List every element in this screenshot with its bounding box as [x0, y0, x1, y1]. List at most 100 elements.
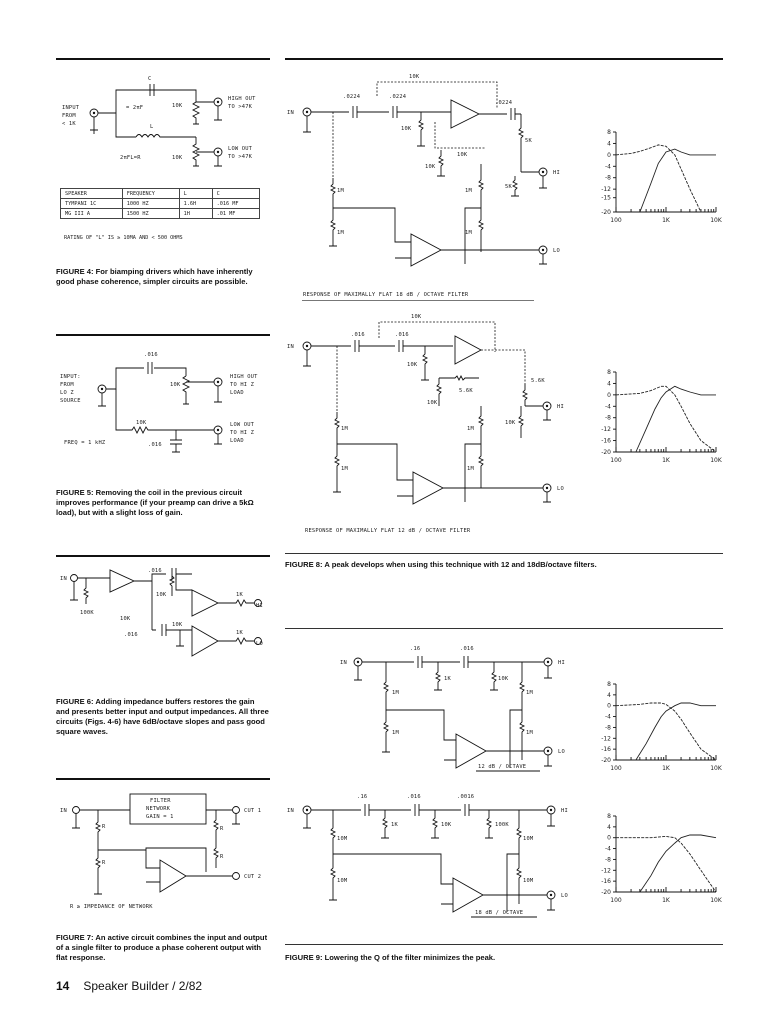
- fig7-opamp: [159, 859, 187, 893]
- chart-series-2-line: [639, 148, 716, 213]
- rule-fig4-top: [56, 58, 270, 60]
- chart-x-tick-label: 10K: [710, 897, 723, 904]
- fig8t-c3: .0224: [495, 100, 512, 106]
- fig8b-in: IN: [287, 344, 294, 350]
- table-header: SPEAKER: [60, 188, 123, 199]
- fig8t-r1: 10K: [401, 126, 412, 132]
- fig8b-1m-a: 1M: [341, 426, 348, 432]
- fig4-table: SPEAKER FREQUENCY L C TYMPANI 1C 1000 HZ…: [60, 188, 261, 219]
- chart-y-tick-label: 0: [607, 152, 611, 159]
- fig9b-r1: 1K: [391, 822, 398, 828]
- rule-fig8-caption: [285, 553, 723, 554]
- fig9b-in: IN: [287, 808, 294, 814]
- fig4-high-out: HIGH OUT: [228, 96, 256, 102]
- fig6-buffer3: [191, 625, 219, 657]
- fig8t-title: RESPONSE OF MAXIMALLY FLAT 18 dB / OCTAV…: [303, 292, 469, 298]
- chart-y-tick-label: -12: [601, 867, 611, 874]
- fig4-caption: FIGURE 4: For biamping drivers which hav…: [56, 267, 253, 286]
- fig5-c-top: .016: [144, 352, 158, 358]
- chart-y-tick-label: -8: [605, 724, 611, 731]
- fig4-l-label: L: [150, 124, 153, 130]
- fig6-r2: 10K: [172, 622, 183, 628]
- rule-fig9-top: [285, 628, 723, 629]
- fig8t-r2: 10K: [457, 152, 468, 158]
- fig8-bottom-schematic: 10K IN .016 .016 10K 10K 5.6K 5.6K HI 10…: [287, 314, 564, 534]
- fig7-box-l3: GAIN = 1: [146, 814, 174, 820]
- chart-x-tick-label: 1K: [662, 897, 671, 904]
- fig4-input-from: FROM: [62, 113, 76, 119]
- chart-x-tick-label: 100: [610, 217, 622, 224]
- chart-y-tick-label: -8: [605, 415, 611, 422]
- fig8t-opamp2: [410, 233, 442, 267]
- fig9t-slope: 12 dB / OCTAVE: [478, 764, 526, 770]
- fig5-low-out: LOW OUT: [230, 422, 255, 428]
- chart-y-tick-label: 8: [607, 129, 611, 136]
- chart-y-tick-label: -20: [601, 889, 611, 896]
- chart-y-tick-label: 8: [607, 369, 611, 376]
- chart-series-1-line: [615, 385, 717, 453]
- fig4-c-formula: = 2πF: [126, 105, 143, 111]
- fig9t-in: IN: [340, 660, 347, 666]
- chart-y-tick-label: -20: [601, 449, 611, 456]
- chart-series-1-line: [615, 144, 716, 213]
- fig9t-lo: LO: [558, 749, 565, 755]
- fig8b-hi: HI: [557, 404, 564, 410]
- fig8t-c1: .0224: [343, 94, 360, 100]
- fig9b-10m-a: 10M: [337, 836, 348, 842]
- fig5-input: INPUT:: [60, 374, 81, 380]
- fig9t-opamp: [455, 733, 487, 769]
- fig9t-r2: 10K: [498, 676, 509, 682]
- fig8t-1m-d: 1M: [465, 230, 472, 236]
- fig6-schematic: IN 100K .016 10K 1K HI 10K .016 10K 1K L…: [60, 568, 263, 657]
- fig9b-10m-b: 10M: [337, 878, 348, 884]
- fig5-freq: FREQ = 1 kHZ: [64, 440, 106, 446]
- fig7-r-a: R: [102, 824, 106, 830]
- chart-y-tick-label: 4: [607, 692, 611, 699]
- chart-y-tick-label: -15: [601, 195, 611, 202]
- fig9b-r2: 10K: [441, 822, 452, 828]
- fig9t-r1: 1K: [444, 676, 451, 682]
- fig9t-1m-a: 1M: [392, 690, 399, 696]
- fig8b-1m-c: 1M: [467, 426, 474, 432]
- chart-x-tick-label: 10K: [710, 217, 723, 224]
- fig5-high-to: TO HI Z: [230, 382, 255, 388]
- fig7-cut1: CUT 1: [244, 808, 261, 814]
- fig8-top-schematic: 10K IN .0224 .0224 10K .0224 10K 10K 5K …: [287, 74, 560, 298]
- table-cell: .016 MF: [211, 198, 261, 209]
- chart-x-tick-label: 10K: [710, 457, 723, 464]
- chart-y-tick-label: -20: [601, 757, 611, 764]
- fig8t-1m-c: 1M: [465, 188, 472, 194]
- fig9b-slope: 18 dB / OCTAVE: [475, 910, 523, 916]
- fig8b-c2: .016: [395, 332, 409, 338]
- fig7-r-c: R: [220, 826, 224, 832]
- chart-y-tick-label: 0: [607, 392, 611, 399]
- table-cell: 1500 HZ: [121, 208, 180, 219]
- table-cell: 1000 HZ: [121, 198, 180, 209]
- chart-y-tick-label: 0: [607, 835, 611, 842]
- chart-y-tick-label: -16: [601, 438, 611, 445]
- fig8t-in: IN: [287, 110, 294, 116]
- rule-fig5-top: [56, 334, 270, 336]
- chart-y-tick-label: 4: [607, 140, 611, 147]
- rule-fig7-top: [56, 778, 270, 780]
- chart-y-tick-label: -12: [601, 426, 611, 433]
- fig8b-c1: .016: [351, 332, 365, 338]
- fig4-r2: 10K: [172, 155, 183, 161]
- magazine-issue: Speaker Builder / 2/82: [83, 979, 203, 993]
- chart-y-tick-label: -8: [605, 175, 611, 182]
- fig4-r1: 10K: [172, 103, 183, 109]
- fig9t-c1: .16: [410, 646, 420, 652]
- chart-x-tick-label: 1K: [662, 765, 671, 772]
- fig4-high-to: TO >47K: [228, 104, 253, 110]
- fig4-low-out: LOW OUT: [228, 146, 253, 152]
- chart-x-tick-label: 100: [610, 457, 622, 464]
- fig7-box-l2: NETWORK: [146, 806, 171, 812]
- chart-y-tick-label: -12: [601, 735, 611, 742]
- fig6-buffer2: [191, 589, 220, 617]
- fig6-r-mid: 10K: [120, 616, 131, 622]
- chart-y-tick-label: -8: [605, 856, 611, 863]
- table-cell: 1H: [178, 208, 213, 219]
- fig7-in: IN: [60, 808, 67, 814]
